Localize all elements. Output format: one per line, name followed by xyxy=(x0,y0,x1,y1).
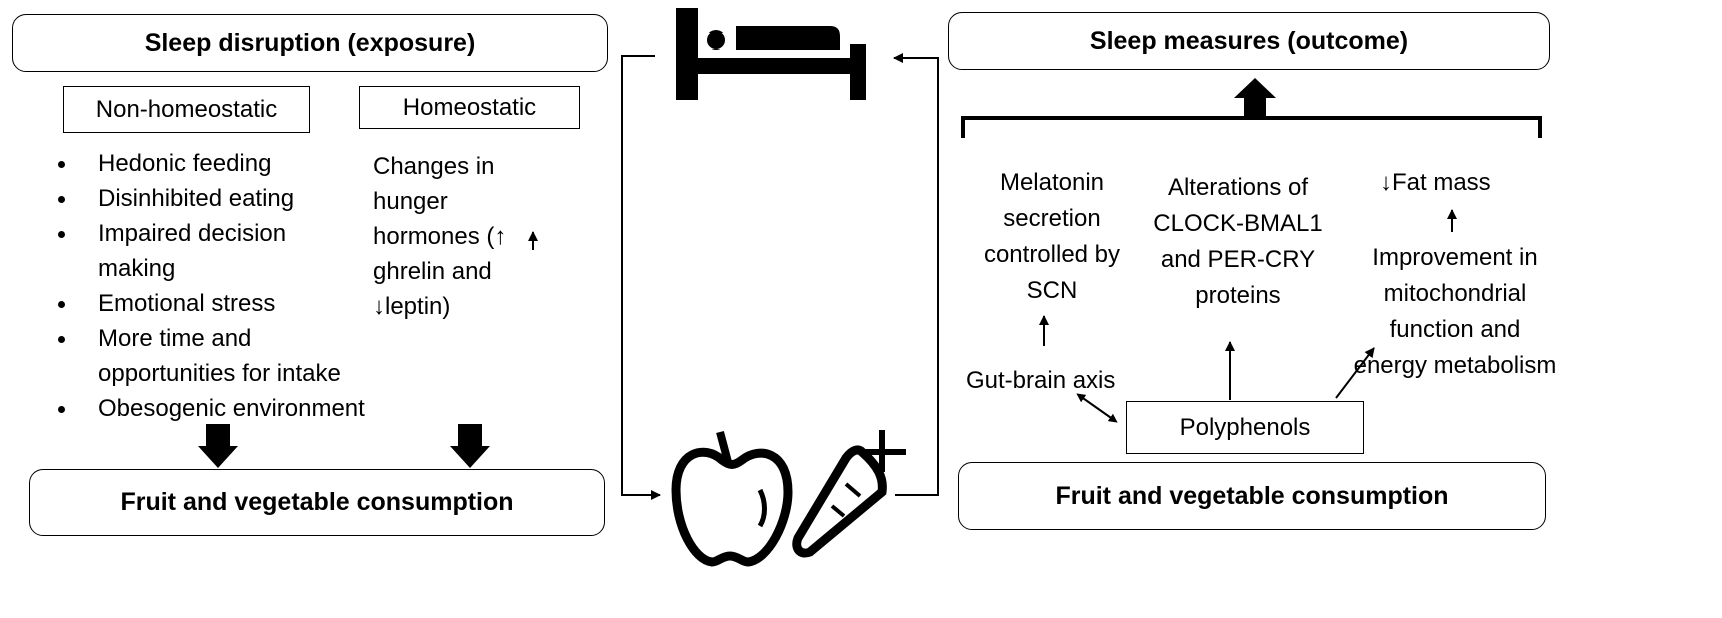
apple-icon xyxy=(671,430,793,567)
down-arrow-icon: ↓ xyxy=(1380,169,1392,196)
polyphenols-label: Polyphenols xyxy=(1179,413,1311,441)
list-item: Emotional stress xyxy=(58,286,368,321)
fat-mass-text: ↓Fat mass xyxy=(1380,165,1530,201)
thick-up-arrow-icon xyxy=(1234,78,1276,118)
bed-with-person-icon xyxy=(676,8,866,100)
thick-down-arrow-icon xyxy=(198,424,238,468)
clock-proteins-text: Alterations of CLOCK-BMAL1 and PER-CRY p… xyxy=(1153,174,1323,309)
list-item: Hedonic feeding xyxy=(58,146,368,181)
homeostatic-box: Homeostatic xyxy=(359,86,580,129)
exposure-title: Sleep disruption (exposure) xyxy=(144,28,476,57)
homeostatic-text: Changes in hunger hormones (↑ ghrelin an… xyxy=(373,153,507,320)
non-homeostatic-label: Non-homeostatic xyxy=(95,95,278,123)
melatonin-text: Melatonin secretion controlled by SCN xyxy=(983,169,1121,304)
exposure-title-box: Sleep disruption (exposure) xyxy=(12,14,608,72)
gut-brain-text: Gut-brain axis xyxy=(966,367,1116,394)
diagonal-arrow-icon xyxy=(1335,347,1375,399)
outcome-title: Sleep measures (outcome) xyxy=(1089,26,1409,55)
list-item: Obesogenic environment xyxy=(58,391,418,426)
non-homeostatic-box: Non-homeostatic xyxy=(63,86,310,133)
brace xyxy=(961,116,1542,138)
list-item: Impaired decision making xyxy=(58,216,338,286)
list-item: Disinhibited eating xyxy=(58,181,368,216)
non-homeostatic-list: Hedonic feeding Disinhibited eating Impa… xyxy=(58,146,418,426)
consumption-label-right: Fruit and vegetable consumption xyxy=(1055,481,1449,510)
consumption-label-left: Fruit and vegetable consumption xyxy=(120,488,514,516)
mitochondria-text: Improvement in mitochondrial function an… xyxy=(1353,244,1557,379)
double-arrow-icon xyxy=(1076,393,1118,423)
carrot-icon xyxy=(792,430,906,558)
list-item: More time and opportunities for intake xyxy=(58,321,388,391)
consumption-box-right: Fruit and vegetable consumption xyxy=(958,462,1546,530)
thick-down-arrow-icon xyxy=(450,424,490,468)
outcome-title-box: Sleep measures (outcome) xyxy=(948,12,1550,70)
loop-arrow-left xyxy=(621,55,661,500)
consumption-box-left: Fruit and vegetable consumption xyxy=(29,469,605,536)
polyphenols-box: Polyphenols xyxy=(1126,401,1364,454)
loop-arrow-right xyxy=(893,53,939,496)
fat-mass-label: Fat mass xyxy=(1392,169,1491,196)
homeostatic-label: Homeostatic xyxy=(402,93,537,121)
